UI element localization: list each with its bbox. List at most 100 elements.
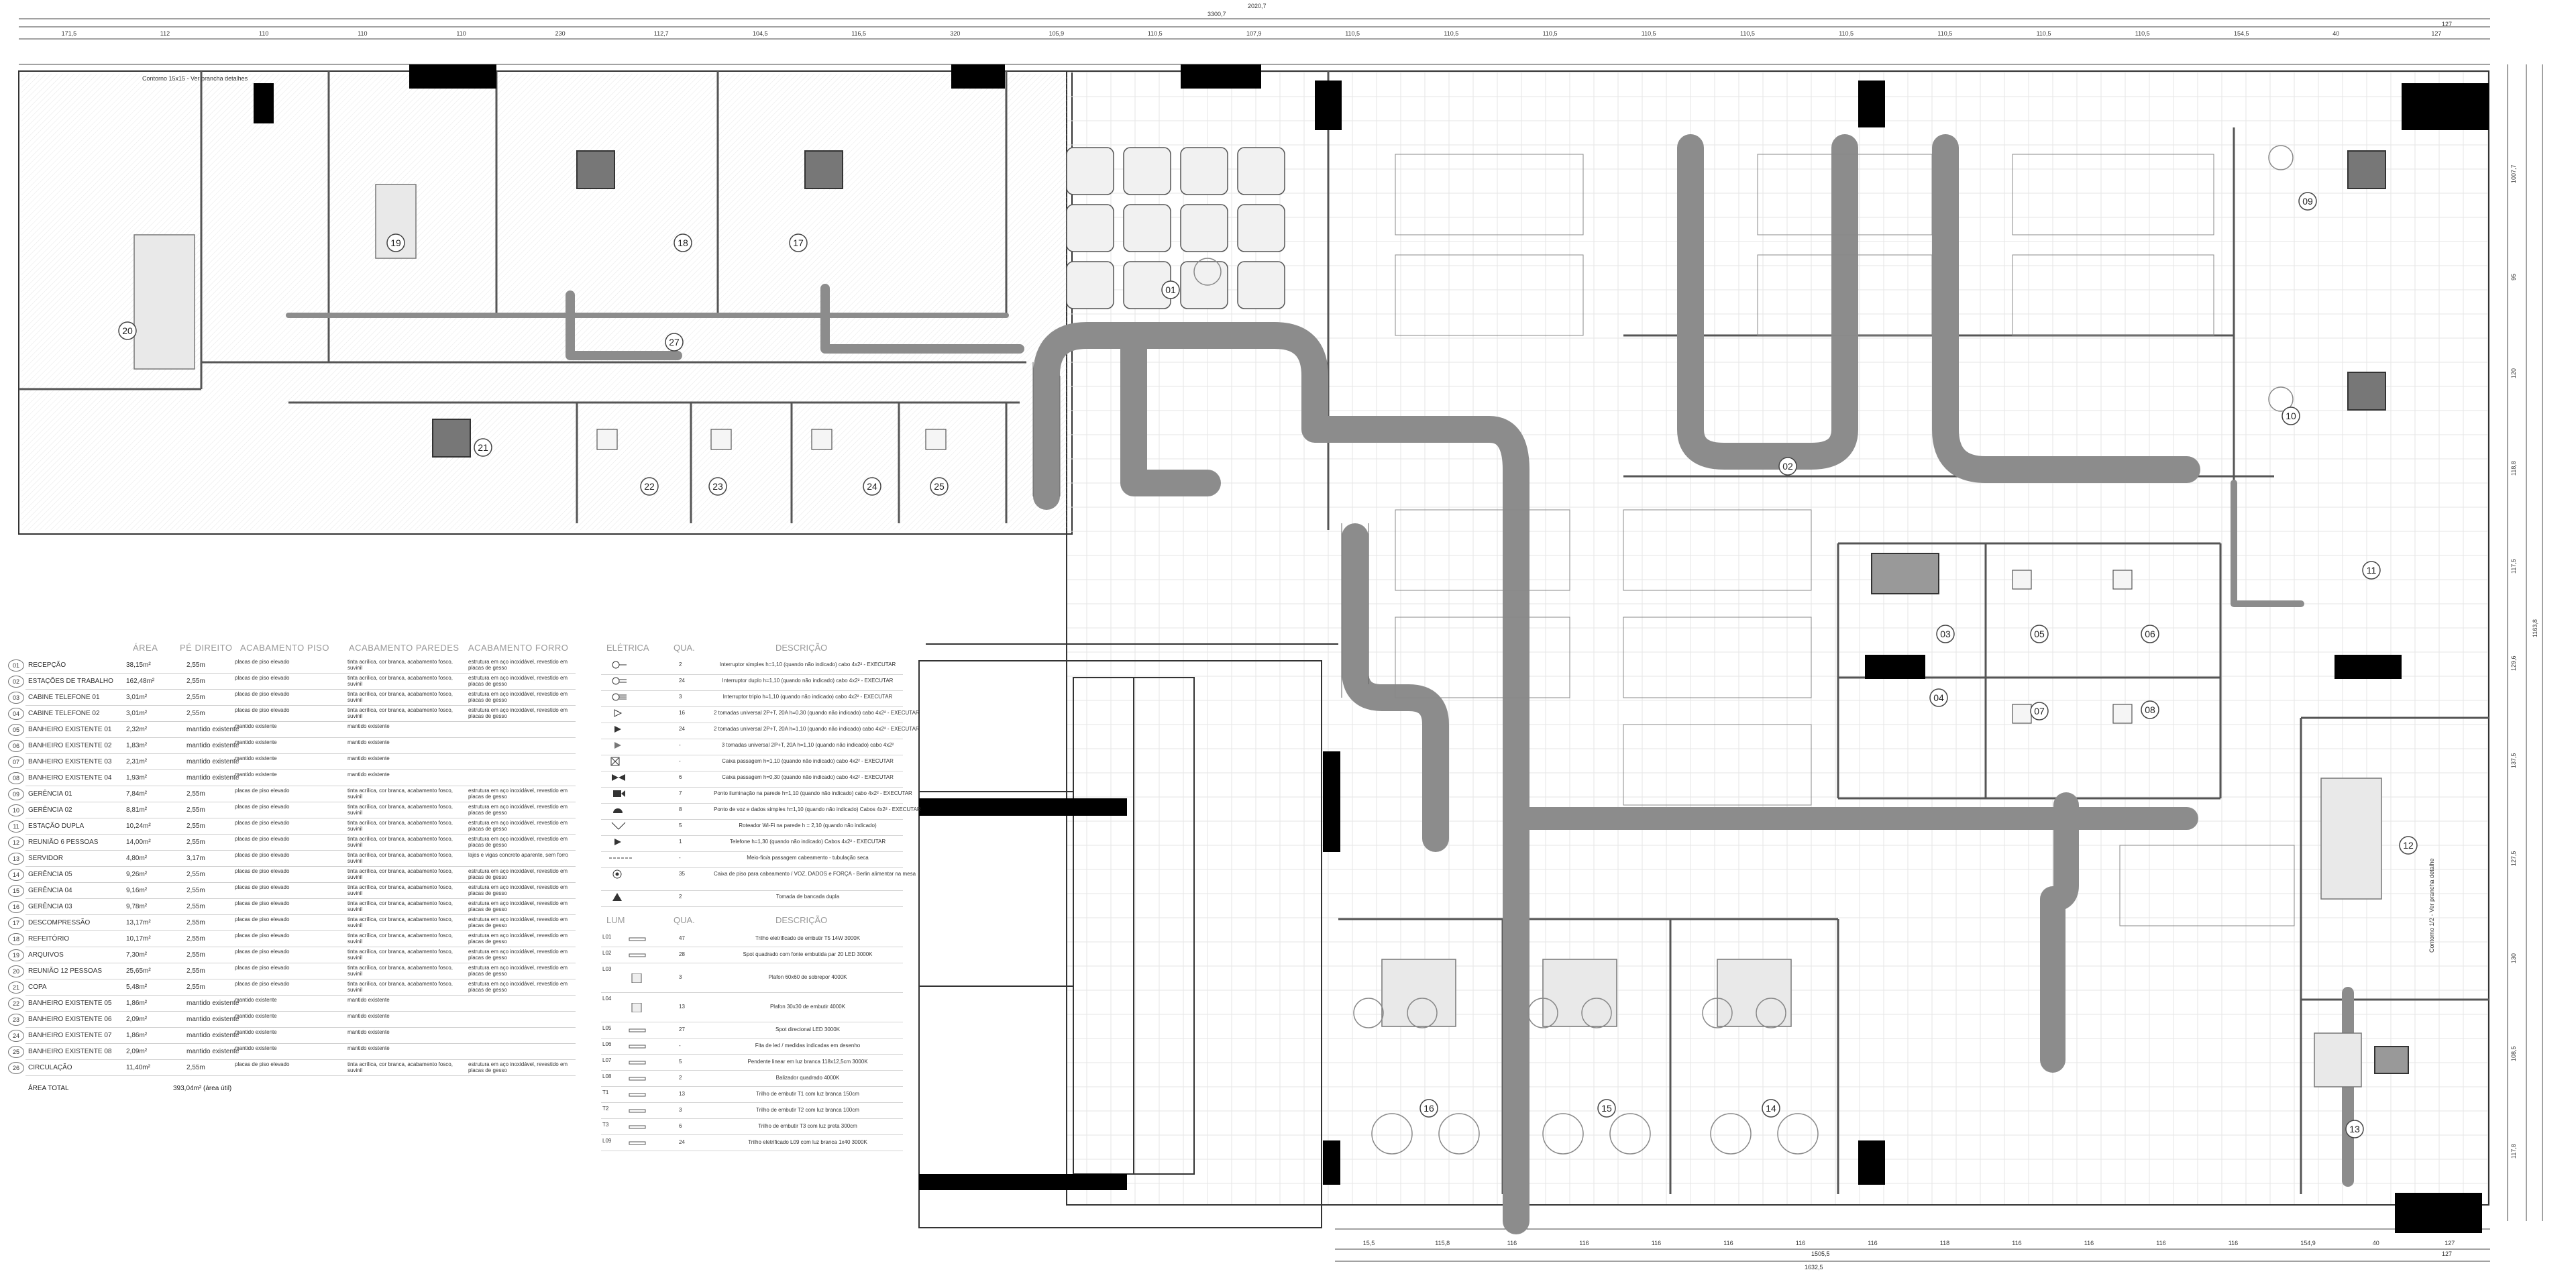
svg-text:03: 03 [1940, 629, 1951, 639]
room-floor-finish: mantido existente [235, 997, 277, 1003]
room-wall-finish: tinta acrílica, cor branca, acabamento f… [347, 707, 453, 719]
top-sub-dimension: 2020,7 [1248, 3, 1267, 9]
room-floor-finish: placas de piso elevado [235, 788, 290, 794]
right-dimension-lines [2507, 64, 2543, 1221]
room-floor-finish: placas de piso elevado [235, 820, 290, 826]
room-number-marker: 22 [640, 477, 659, 496]
electrical-symbol-icon [612, 661, 627, 669]
room-ceiling-finish: estrutura em aço inoxidável, revestido e… [468, 836, 568, 848]
luminaire-desc-header: DESCRIÇÃO [775, 915, 828, 925]
svg-text:27: 27 [669, 337, 680, 348]
meeting-tables [133, 184, 2382, 1087]
top-right-dimension: 127 [2442, 21, 2453, 28]
luminaire-title: LUM [606, 915, 625, 925]
room-floor-finish: mantido existente [235, 1045, 277, 1051]
luminaire-code: L01 [602, 934, 612, 940]
luminaire-qty: 5 [679, 1059, 682, 1065]
room-floor-finish: mantido existente [235, 739, 277, 745]
luminaire-qty: 3 [679, 974, 682, 980]
luminaire-code: T1 [602, 1089, 609, 1096]
room-name: CIRCULAÇÃO [28, 1064, 72, 1071]
room-name: BANHEIRO EXISTENTE 05 [28, 1000, 112, 1007]
electrical-symbol-icon [614, 726, 621, 733]
room-wall-finish: tinta acrílica, cor branca, acabamento f… [347, 691, 453, 703]
room-number: 07 [8, 756, 24, 768]
dimension-label: 116 [1579, 1240, 1589, 1246]
room-wall-finish: tinta acrílica, cor branca, acabamento f… [347, 852, 453, 864]
top-note: Contorno 15x15 - Ver prancha detalhes [142, 75, 248, 82]
electrical-qty: 3 [679, 694, 682, 700]
room-floor-finish: mantido existente [235, 755, 277, 761]
room-floor-finish: placas de piso elevado [235, 1061, 290, 1067]
room-floor-finish: placas de piso elevado [235, 981, 290, 987]
room-area: 3,01m² [126, 710, 148, 717]
room-name: ESTAÇÕES DE TRABALHO [28, 678, 113, 685]
header-ceiling-finish: ACABAMENTO FORRO [468, 643, 569, 653]
dimension-label: 107,9 [1246, 30, 1262, 37]
room-ceiling-height: 2,55m [186, 710, 205, 717]
room-name: REUNIÃO 12 PESSOAS [28, 967, 103, 975]
room-number-marker: 19 [386, 233, 405, 252]
room-number: 16 [8, 901, 24, 913]
luminaire-symbol-icon [631, 973, 642, 983]
room-number-marker: 17 [789, 233, 808, 252]
electrical-desc: Ponto de voz e dados simples h=1,10 (qua… [714, 806, 921, 812]
room-ceiling-height: 2,55m [186, 871, 205, 878]
svg-text:08: 08 [2145, 704, 2155, 715]
area-total-label: ÁREA TOTAL [28, 1085, 69, 1092]
room-wall-finish: tinta acrílica, cor branca, acabamento f… [347, 836, 453, 848]
electrical-qty: 7 [679, 790, 682, 796]
top-total-dimension: 3300,7 [1208, 11, 1226, 17]
dimension-label: 95 [2510, 274, 2517, 281]
dimension-label: 112 [160, 30, 170, 37]
room-area: 9,16m² [126, 887, 148, 894]
room-wall-finish: tinta acrílica, cor branca, acabamento f… [347, 949, 453, 961]
room-ceiling-height: 2,55m [186, 967, 205, 975]
room-name: BANHEIRO EXISTENTE 04 [28, 774, 112, 782]
room-floor-finish: mantido existente [235, 1029, 277, 1035]
room-wall-finish: tinta acrílica, cor branca, acabamento f… [347, 981, 453, 993]
room-wall-finish: mantido existente [347, 1013, 390, 1019]
electrical-symbol-icon [614, 709, 623, 717]
room-ceiling-height: 2,55m [186, 678, 205, 685]
dimension-label: 110,5 [1444, 30, 1459, 37]
room-area: 9,26m² [126, 871, 148, 878]
electrical-desc: Caixa de piso para cabeamento / VOZ, DAD… [714, 871, 916, 877]
room-ceiling-finish: estrutura em aço inoxidável, revestido e… [468, 933, 568, 945]
room-wall-finish: tinta acrílica, cor branca, acabamento f… [347, 804, 453, 816]
luminaire-qty: - [679, 1043, 681, 1049]
electrical-symbol-icon [612, 693, 627, 701]
room-number: 08 [8, 772, 24, 784]
room-ceiling-height: mantido existente [186, 758, 239, 765]
electrical-qty: 2 [679, 894, 682, 900]
electrical-row: -3 tomadas universal 2P+T, 20A h=1,10 (q… [601, 739, 903, 755]
electrical-qty: 24 [679, 678, 685, 684]
dimension-label: 1007,7 [2510, 164, 2517, 183]
room-ceiling-height: 2,55m [186, 661, 205, 669]
room-wall-finish: tinta acrílica, cor branca, acabamento f… [347, 916, 453, 928]
svg-text:18: 18 [678, 237, 688, 248]
room-wall-finish: tinta acrílica, cor branca, acabamento f… [347, 659, 453, 671]
electrical-desc: Tomada de bancada dupla [775, 894, 840, 900]
svg-text:10: 10 [2286, 411, 2296, 421]
luminaire-row: L06-Fita de led / medidas indicadas em d… [601, 1039, 903, 1055]
room-number-marker: 05 [2030, 625, 2049, 643]
luminaire-desc: Plafon 30x30 de embutir 4000K [769, 1004, 846, 1010]
luminaire-code: L07 [602, 1057, 612, 1063]
room-floor-finish: placas de piso elevado [235, 868, 290, 874]
room-floor-finish: placas de piso elevado [235, 884, 290, 890]
svg-text:13: 13 [2349, 1124, 2360, 1134]
room-area: 5,48m² [126, 983, 148, 991]
luminaire-code: T2 [602, 1106, 609, 1112]
dimension-label: 116 [1507, 1240, 1517, 1246]
room-name: BANHEIRO EXISTENTE 08 [28, 1048, 112, 1055]
